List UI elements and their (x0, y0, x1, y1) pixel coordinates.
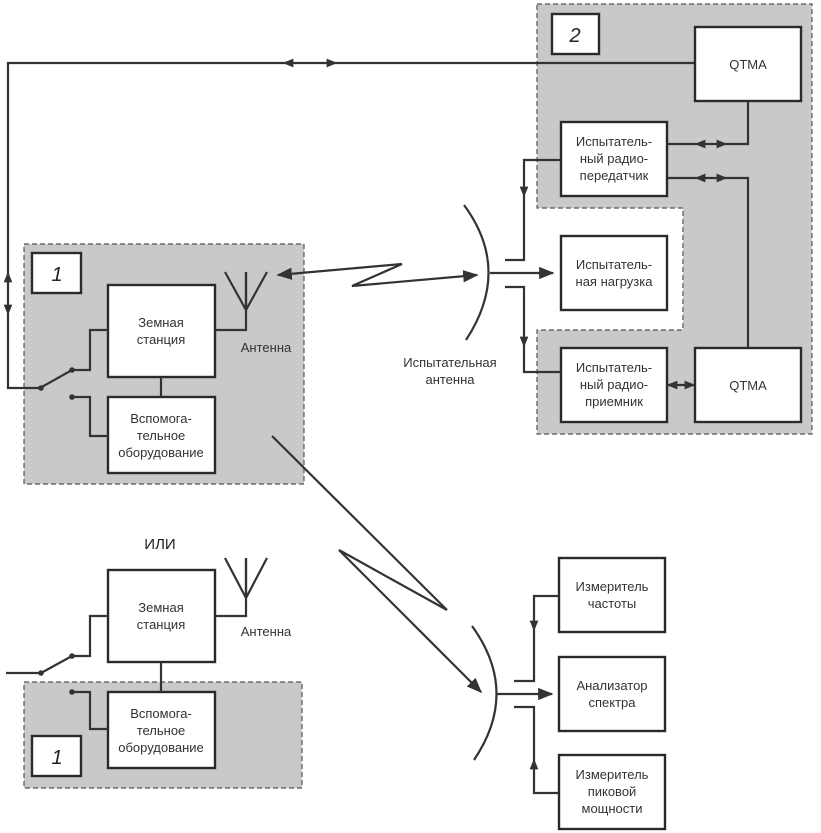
switch-top-wire (39, 328, 108, 389)
radio-link-bottom-zigzag (338, 549, 483, 694)
switch-bottom-aux-wire (72, 690, 108, 731)
zone-1-bottom-number-box (30, 734, 83, 778)
qtma-bottom-label: QTMA (729, 378, 767, 393)
earth-station-top-block (106, 283, 217, 379)
aux-equipment-top-label-1: Вспомога- (130, 411, 192, 426)
zone-2-number: 2 (568, 25, 580, 47)
peak-power-meter-block (557, 753, 667, 831)
switch-bottom-contact-1 (69, 653, 75, 659)
antenna-to-freq-meter-wire (514, 594, 558, 683)
peak-power-meter-label-2: пиковой (588, 784, 637, 799)
antenna-to-transmitter-wire (505, 158, 561, 262)
antenna-top-icon (224, 271, 268, 313)
aux-equipment-top-label-3: оборудование (118, 445, 204, 460)
test-receiver-label-3: приемник (585, 394, 643, 409)
test-transmitter-label-1: Испытатель- (576, 134, 652, 149)
earth-station-bottom-label-2: станция (137, 617, 185, 632)
aux-equipment-bottom-label-1: Вспомога- (130, 706, 192, 721)
qtma-top-label: QTMA (729, 57, 767, 72)
antenna-bottom-icon (224, 557, 268, 601)
earth-station-bottom-block (106, 568, 217, 664)
diagonal-link-line (271, 435, 448, 611)
radio-link-zigzag (351, 262, 479, 288)
spectrum-analyzer-label-1: Анализатор (576, 678, 647, 693)
or-label: ИЛИ (144, 536, 175, 553)
zone-2-number-box (550, 12, 601, 56)
test-antenna-label-2: антенна (425, 372, 475, 387)
aux-equipment-top-label-2: тельное (137, 428, 186, 443)
spectrum-analyzer-label-2: спектра (588, 695, 636, 710)
earth-station-bottom-label-1: Земная (138, 600, 183, 615)
aux-equipment-bottom-label-2: тельное (137, 723, 186, 738)
peak-power-meter-label-3: мощности (582, 801, 643, 816)
test-transmitter-block (559, 120, 669, 198)
zone-1-top-number-box (30, 251, 83, 295)
transmitter-qtma-bottom-wire (667, 176, 750, 348)
test-antenna-dish (463, 204, 490, 341)
test-receiver-label-1: Испытатель- (576, 360, 652, 375)
zone-1-bottom-number: 1 (51, 747, 62, 769)
spectrum-analyzer-block (557, 655, 667, 733)
switch-top-contact-2 (69, 394, 75, 400)
qtma-top-block (693, 25, 803, 103)
aux-equipment-top-block (106, 395, 217, 475)
antenna-to-receiver-wire (505, 285, 561, 374)
switch-top-pivot (38, 385, 44, 391)
test-receiver-label-2: ный радио- (580, 377, 648, 392)
test-antenna-label-1: Испытательная (403, 355, 496, 370)
switch-top-contact-1 (69, 367, 75, 373)
frequency-meter-label-2: частоты (588, 596, 637, 611)
frequency-meter-block (557, 556, 667, 634)
switch-bottom-pivot (38, 670, 44, 676)
earth-station-top-label-2: станция (137, 332, 185, 347)
antenna-to-power-meter-wire (514, 705, 558, 795)
zone-2 (536, 3, 813, 435)
test-load-block (559, 234, 669, 312)
test-load-label-2: ная нагрузка (576, 274, 654, 289)
peak-power-meter-label-1: Измеритель (576, 767, 649, 782)
test-transmitter-label-2: ный радио- (580, 151, 648, 166)
antenna-top-label: Антенна (241, 340, 292, 355)
test-load-label-1: Испытатель- (576, 257, 652, 272)
aux-equipment-bottom-label-3: оборудование (118, 740, 204, 755)
top-link-wire (6, 61, 695, 390)
radio-link-to-antenna (276, 262, 403, 280)
switch-bottom-contact-2 (69, 689, 75, 695)
earth-station-top-label-1: Земная (138, 315, 183, 330)
switch-bottom-wire (6, 614, 108, 675)
aux-equipment-bottom-block (106, 690, 217, 770)
switch-top-aux-wire (72, 395, 108, 438)
measure-antenna-dish (471, 625, 498, 761)
antenna-bottom-label: Антенна (241, 624, 292, 639)
transmitter-qtma-wire (667, 101, 750, 146)
zone-1-top-number: 1 (51, 264, 62, 286)
test-transmitter-label-3: передатчик (580, 168, 649, 183)
frequency-meter-label-1: Измеритель (576, 579, 649, 594)
